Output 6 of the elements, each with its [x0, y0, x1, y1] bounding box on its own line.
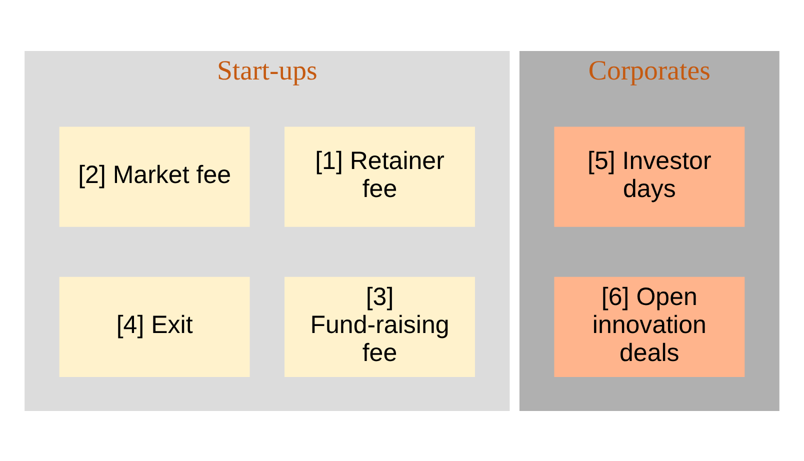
- node-box: [6] Open innovation deals: [554, 276, 745, 376]
- node-box: [4] Exit: [59, 276, 250, 376]
- node-box: [5] Investor days: [554, 126, 745, 226]
- node-box: [3] Fund-raising fee: [284, 276, 475, 376]
- node-box: [2] Market fee: [59, 126, 250, 226]
- node-box: [1] Retainer fee: [284, 126, 475, 226]
